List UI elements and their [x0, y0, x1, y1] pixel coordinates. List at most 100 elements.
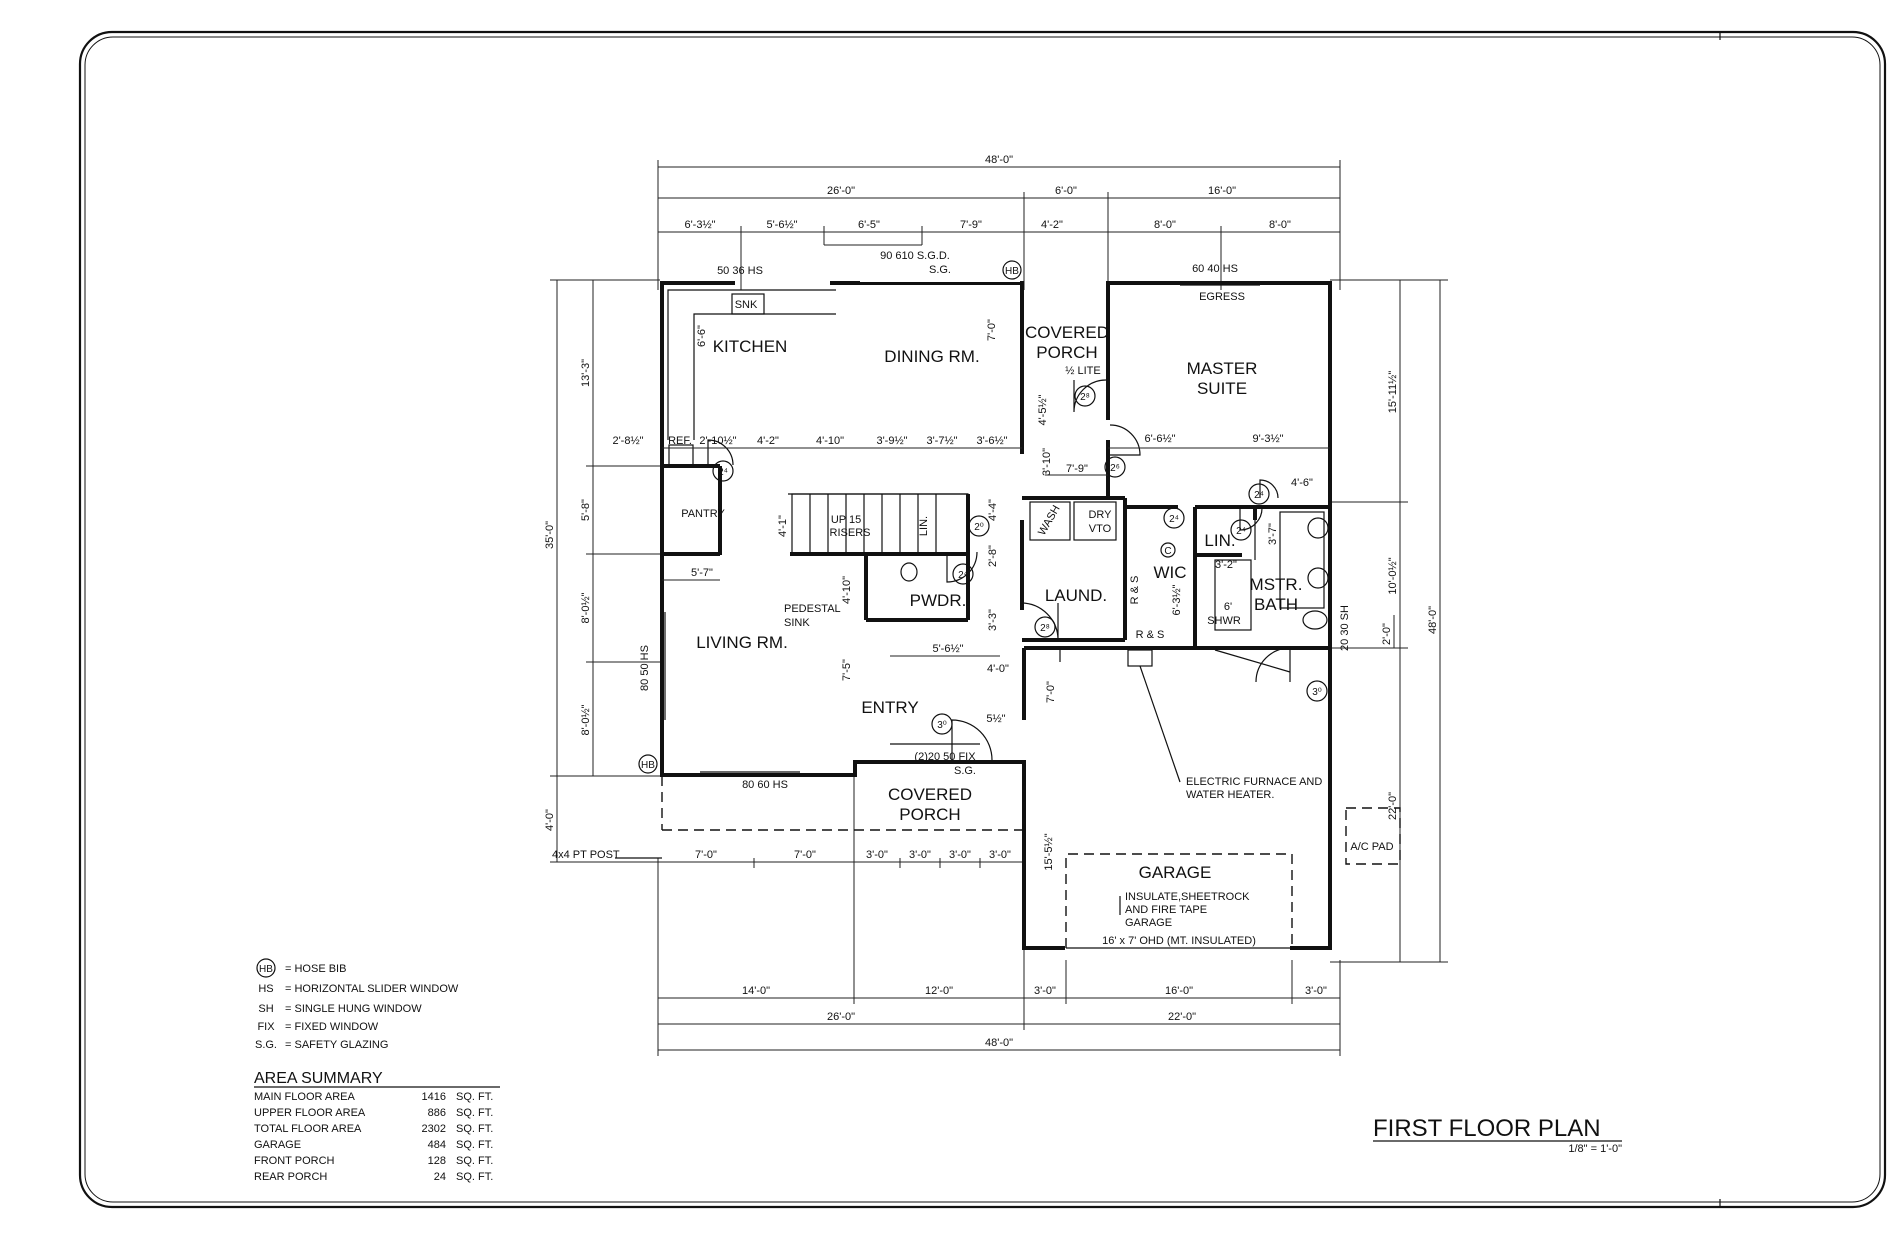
right-dimensions: 48'-0" 15'-11½" 10'-0½" 22'-0" 2'-0"	[1330, 279, 1448, 963]
legend-desc-fix: = FIXED WINDOW	[285, 1021, 379, 1033]
label-mstr-2: BATH	[1254, 595, 1298, 614]
door-tag-28a: 2⁸	[1080, 392, 1090, 403]
label-lin-1: LIN.	[918, 516, 930, 536]
legend-desc-hs: = HORIZONTAL SLIDER WINDOW	[285, 983, 459, 995]
dim-i-93: 9'-3½"	[1252, 433, 1283, 445]
label-dining: DINING RM.	[884, 347, 979, 366]
area-row-unit: SQ. FT.	[456, 1139, 493, 1151]
dim-i-410b: 4'-10"	[841, 576, 853, 604]
sheet-border	[78, 30, 1887, 1209]
dim-i-155: 15'-5½"	[1043, 833, 1055, 870]
dim-i-70a: 7'-0"	[986, 319, 998, 341]
dim-bot-3b: 3'-0"	[1305, 985, 1327, 997]
dim-right-2: 2'-0"	[1381, 623, 1393, 645]
door-tag-30b: 3⁰	[937, 720, 947, 731]
dim-bot-26: 26'-0"	[827, 1011, 855, 1023]
label-garage-note-2: AND FIRE TAPE	[1125, 904, 1207, 916]
dim-left-13: 13'-3"	[580, 359, 592, 387]
label-covered-porch-2: PORCH	[1036, 343, 1097, 362]
sink-1	[1307, 517, 1329, 539]
door-tag-24e: 2⁴	[1254, 490, 1264, 501]
legend-symbol-sg: S.G.	[255, 1039, 277, 1051]
top-dimensions: 48'-0" 26'-0" 6'-0" 16'-0" 6'-3½" 5'-6½"…	[657, 154, 1341, 290]
dim-left-5: 5'-8"	[580, 499, 592, 521]
label-shwr-1: 6'	[1224, 601, 1232, 613]
area-row-label: FRONT PORCH	[254, 1155, 335, 1167]
area-row-value: 2302	[422, 1123, 446, 1135]
label-vto: VTO	[1089, 523, 1112, 535]
dim-left-35: 35'-0"	[544, 521, 556, 549]
label-ohd: 16' x 7' OHD (MT. INSULATED)	[1102, 935, 1256, 947]
pedestal-sink	[900, 562, 918, 582]
dim-i-40: 4'-0"	[987, 663, 1009, 675]
dim-top-d6: 8'-0"	[1154, 219, 1176, 231]
dryer	[1073, 501, 1117, 541]
label-win-2050-2: S.G.	[954, 765, 976, 777]
dim-right-22: 22'-0"	[1387, 792, 1399, 820]
label-master-1: MASTER	[1187, 359, 1258, 378]
area-row-value: 484	[428, 1139, 446, 1151]
washer	[1029, 501, 1071, 541]
title-block: FIRST FLOOR PLAN 1/8" = 1'-0"	[1373, 1115, 1622, 1155]
dim-bot-d1: 7'-0"	[695, 849, 717, 861]
area-row-unit: SQ. FT.	[456, 1155, 493, 1167]
area-row-label: REAR PORCH	[254, 1171, 327, 1183]
dim-i-79: 7'-9"	[1066, 463, 1088, 475]
area-row-unit: SQ. FT.	[456, 1171, 493, 1183]
dim-i-44: 4'-4"	[987, 499, 999, 521]
dim-top-26: 26'-0"	[827, 185, 855, 197]
label-pedestal-2: SINK	[784, 617, 810, 629]
hose-bib-tag-2: HB	[641, 760, 655, 771]
label-rs-1: R & S	[1129, 576, 1141, 605]
label-master-2: SUITE	[1197, 379, 1247, 398]
label-win-8060: 80 60 HS	[742, 779, 788, 791]
label-up-2: RISERS	[830, 527, 871, 539]
dim-i-75: 7'-5"	[841, 659, 853, 681]
label-garage-note-3: GARAGE	[1125, 917, 1172, 929]
label-ref: REF.	[668, 435, 692, 447]
legend-desc-sg: = SAFETY GLAZING	[285, 1039, 388, 1051]
drawing-title: FIRST FLOOR PLAN	[1373, 1115, 1601, 1142]
dim-top-d3: 6'-5"	[858, 219, 880, 231]
dim-i-33: 3'-3"	[987, 609, 999, 631]
dim-top-overall: 48'-0"	[985, 154, 1013, 166]
label-garage: GARAGE	[1139, 863, 1212, 882]
dim-i-32: 3'-2"	[1215, 559, 1237, 571]
dim-i-66b: 6'-6½"	[1144, 433, 1175, 445]
hose-bib-tag-1: HB	[1005, 266, 1019, 277]
area-row-value: 24	[434, 1171, 446, 1183]
area-row-label: GARAGE	[254, 1139, 301, 1151]
dim-top-16: 16'-0"	[1208, 185, 1236, 197]
door-tag-26: 2⁶	[1110, 463, 1120, 474]
left-dimensions: 35'-0" 13'-3" 5'-8" 8'-0½" 8'-0½" 4'-0"	[544, 279, 660, 863]
dim-bot-16: 16'-0"	[1165, 985, 1193, 997]
dim-bot-12: 12'-0"	[925, 985, 953, 997]
label-pantry: PANTRY	[681, 508, 725, 520]
dim-bot-d5: 3'-0"	[949, 849, 971, 861]
door-tag-30a: 3⁰	[1312, 687, 1322, 698]
legend-symbol-hb: HB	[259, 964, 273, 975]
label-lin-2: LIN.	[1204, 531, 1235, 550]
legend-desc-hb: = HOSE BIB	[285, 963, 346, 975]
legend-desc-sh: = SINGLE HUNG WINDOW	[285, 1003, 422, 1015]
dim-i-36: 3'-6½"	[976, 435, 1007, 447]
dim-i-410: 4'-10"	[816, 435, 844, 447]
sink-2	[1307, 567, 1329, 589]
door-tag-24c: 2⁴	[1169, 514, 1179, 525]
dim-i-57: 5'-7"	[691, 567, 713, 579]
dim-top-d4: 7'-9"	[960, 219, 982, 231]
area-row-value: 1416	[422, 1091, 446, 1103]
dim-bot-d3: 3'-0"	[866, 849, 888, 861]
windows	[664, 280, 1260, 773]
label-win-6040: 60 40 HS	[1192, 263, 1238, 275]
label-win-2050-1: (2)20 50 FIX	[914, 751, 976, 763]
door-tag-28b: 2⁸	[1040, 623, 1050, 634]
area-row-value: 128	[428, 1155, 446, 1167]
door-tag-24b: 2⁴	[958, 570, 968, 581]
door-swings	[707, 379, 1291, 761]
area-row-unit: SQ. FT.	[456, 1091, 493, 1103]
dim-bot-d6: 3'-0"	[989, 849, 1011, 861]
area-summary-title: AREA SUMMARY	[254, 1070, 383, 1087]
dim-bot-overall: 48'-0"	[985, 1037, 1013, 1049]
